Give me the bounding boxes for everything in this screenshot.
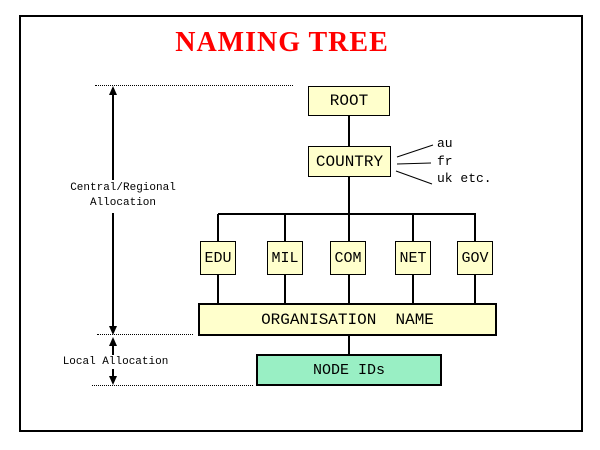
dotted-line-organisation-level — [97, 334, 193, 335]
tld-box-com: COM — [330, 241, 366, 275]
connector-bus-edu — [217, 214, 219, 241]
country-example-fr: fr — [437, 154, 453, 169]
country-box: COUNTRY — [308, 146, 391, 177]
node-ids-box: NODE IDs — [256, 354, 442, 386]
local-allocation-label: Local Allocation — [62, 356, 169, 368]
connector-com-org — [348, 275, 350, 303]
tld-box-mil: MIL — [267, 241, 303, 275]
arrow-down-icon — [109, 326, 117, 335]
connector-org-node — [348, 336, 350, 355]
central-allocation-line1: Central/Regional — [70, 182, 176, 194]
connector-net-org — [412, 275, 414, 303]
arrow-up-icon — [109, 86, 117, 95]
arrow-up-icon — [109, 337, 117, 346]
central-allocation-line2: Allocation — [89, 197, 156, 209]
tld-box-gov: GOV — [457, 241, 493, 275]
connector-edu-org — [217, 275, 219, 303]
dotted-line-node-level — [92, 385, 253, 386]
page-title: NAMING TREE — [175, 27, 389, 58]
connector-bus-com — [348, 214, 350, 241]
diagram-border — [19, 15, 583, 432]
fan-line — [395, 170, 433, 185]
country-examples-lines — [395, 144, 434, 185]
connector-bus-net — [412, 214, 414, 241]
connector-mil-org — [284, 275, 286, 303]
country-example-uk: uk etc. — [437, 171, 492, 186]
arrow-shaft — [112, 95, 114, 180]
central-allocation-label: Central/Regional Allocation — [48, 181, 198, 211]
connector-root-country — [348, 116, 350, 146]
connector-gov-org — [474, 275, 476, 303]
country-example-au: au — [437, 136, 453, 151]
arrow-down-icon — [109, 376, 117, 385]
root-box: ROOT — [308, 86, 390, 116]
fan-line — [396, 144, 434, 158]
connector-bus — [218, 213, 476, 215]
arrow-shaft — [112, 213, 114, 327]
arrow-shaft — [112, 369, 114, 377]
organisation-name-box: ORGANISATION NAME — [198, 303, 497, 336]
arrow-shaft — [112, 345, 114, 355]
tld-box-net: NET — [395, 241, 431, 275]
connector-bus-gov — [474, 214, 476, 241]
connector-bus-mil — [284, 214, 286, 241]
dotted-line-root-level — [95, 85, 293, 86]
fan-line — [396, 162, 432, 165]
connector-country-bus — [348, 177, 350, 214]
tld-box-edu: EDU — [200, 241, 236, 275]
